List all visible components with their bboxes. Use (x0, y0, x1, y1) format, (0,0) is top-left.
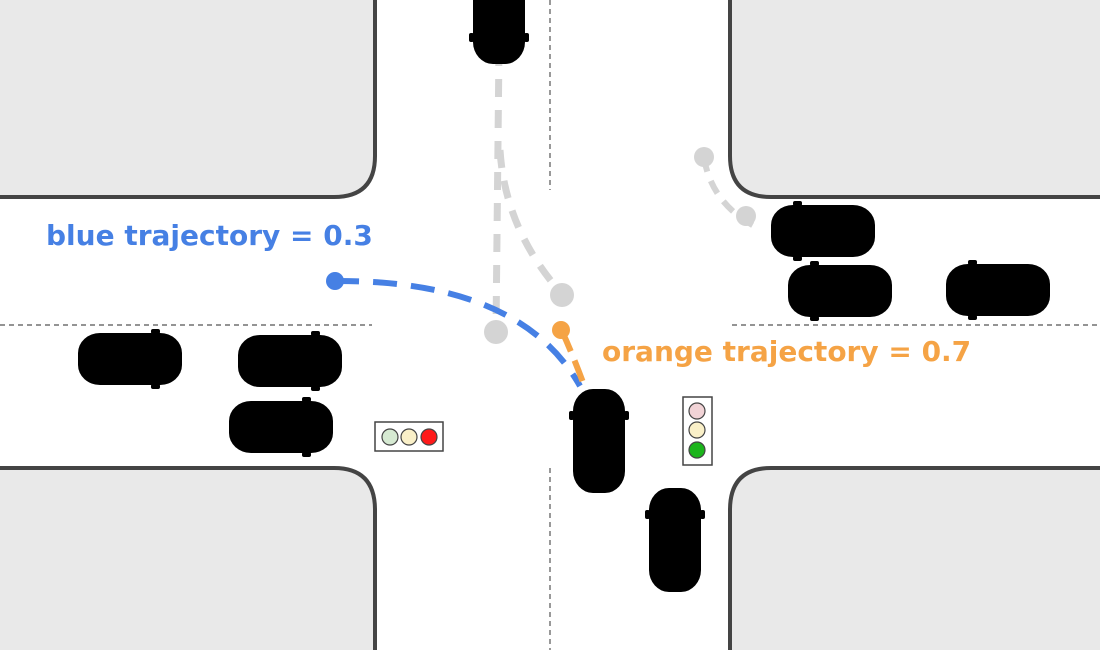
traffic-light-icon (682, 396, 713, 466)
city-block-top-left (0, 0, 377, 199)
car-icon (946, 260, 1050, 320)
car-icon (645, 488, 705, 592)
car-icon (469, 0, 529, 64)
car-icon (229, 397, 333, 457)
city-block-bottom-left (0, 466, 377, 650)
ghost-trajectory-straight-end (484, 320, 508, 344)
orange-trajectory-start (552, 321, 570, 339)
ghost-trajectory-straight (492, 47, 503, 331)
traffic-light-red-lamp (688, 402, 706, 420)
blue-trajectory-label: blue trajectory = 0.3 (46, 219, 373, 252)
ghost-trajectory-turn (496, 149, 565, 297)
car-icon (78, 329, 182, 389)
traffic-light-icon (374, 421, 444, 452)
orange-trajectory-label: orange trajectory = 0.7 (602, 335, 972, 368)
city-block-bottom-right (728, 466, 1100, 650)
ego-car-icon (569, 389, 629, 493)
traffic-light-green-lamp (381, 428, 399, 446)
car-icon (771, 201, 875, 261)
car-icon (788, 261, 892, 321)
ghost-trajectory-right-car-start (694, 147, 714, 167)
traffic-light-yellow-lamp (400, 428, 418, 446)
traffic-light-red-lamp (420, 428, 438, 446)
blue-trajectory-start (326, 272, 344, 290)
ghost-trajectory-right-car-mid (736, 206, 756, 226)
ghost-trajectory-turn-end (550, 283, 574, 307)
traffic-light-green-lamp (688, 441, 706, 459)
blue-trajectory-path (334, 277, 583, 388)
city-block-top-right (728, 0, 1100, 199)
car-icon (238, 331, 342, 391)
traffic-light-yellow-lamp (688, 421, 706, 439)
